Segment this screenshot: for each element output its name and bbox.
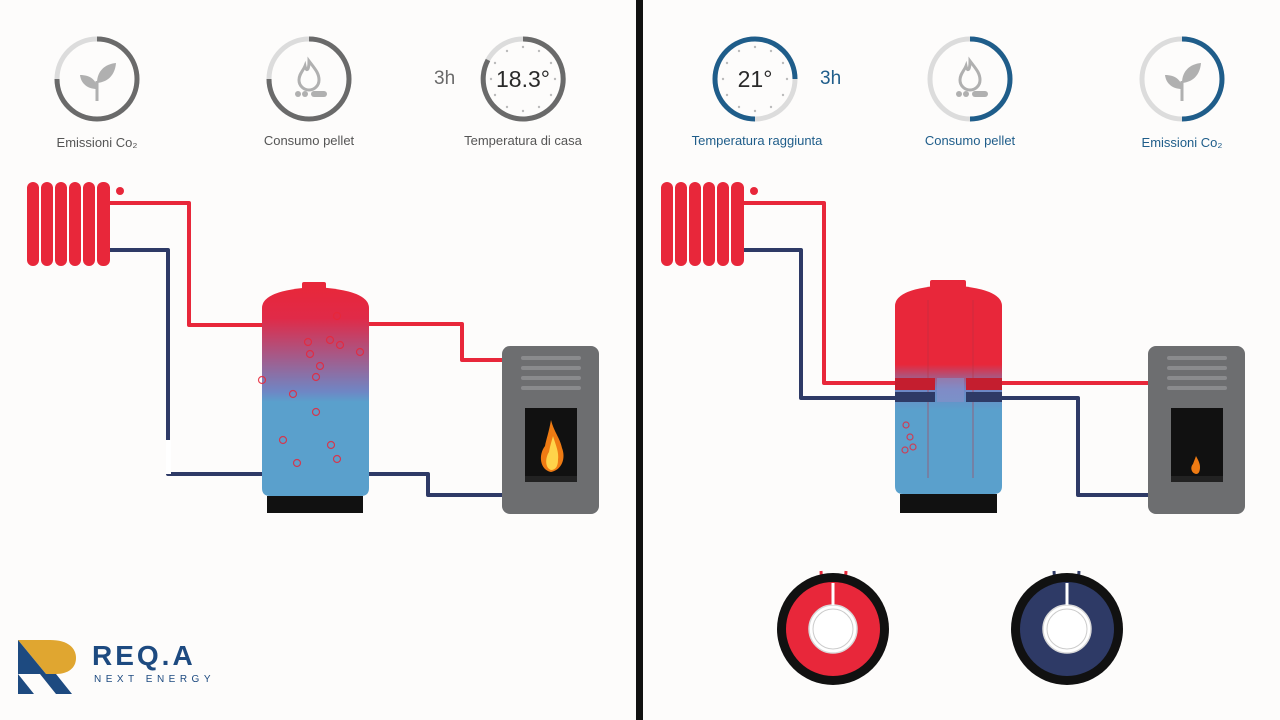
- gauge-label: Consumo pellet: [263, 133, 355, 148]
- flame-icon: [956, 56, 988, 97]
- elapsed-time: 3h: [434, 68, 456, 89]
- thermostat-dial-icon: [712, 36, 798, 122]
- fire-icon: [540, 420, 564, 472]
- hot-coil-section: [777, 570, 889, 685]
- panel-divider: [636, 0, 643, 720]
- logo-mark-icon: [18, 640, 76, 694]
- company-logo: REQ.A NEXT ENERGY: [16, 634, 236, 700]
- radiator: [27, 182, 124, 266]
- heating-circuit-diagram: [27, 182, 599, 514]
- pellet-stove: [1148, 346, 1245, 514]
- pellet-gauge: [263, 33, 355, 125]
- reached-temperature-value: 21°: [737, 65, 773, 92]
- leaf-icon: [80, 63, 116, 101]
- pellet-stove: [502, 346, 599, 514]
- cold-pipe: [369, 472, 505, 497]
- cold-pipe: [744, 248, 898, 400]
- home-temperature-value: 18.3°: [496, 65, 550, 92]
- radiator: [661, 182, 758, 266]
- reached-temperature-gauge: 21°: [709, 33, 801, 125]
- cold-pipe: [110, 248, 262, 476]
- logo-tagline: NEXT ENERGY: [94, 674, 215, 685]
- cold-pipe: [1001, 396, 1148, 497]
- buffer-tank: [257, 282, 369, 513]
- hot-pipe: [110, 201, 262, 327]
- gauge-label: Temperatura raggiunta: [691, 133, 823, 148]
- hot-pipe: [369, 322, 505, 362]
- panel-traditional-system: Emissioni Co₂ Consumo pellet 3h 18.: [0, 0, 636, 720]
- gauge-label: Emissioni Co₂: [1141, 135, 1223, 150]
- logo-wordmark: REQ.A: [92, 640, 196, 671]
- gauge-label: Temperatura di casa: [464, 133, 582, 148]
- home-temperature-gauge: 18.3°: [477, 33, 569, 125]
- elapsed-time: 3h: [820, 68, 842, 89]
- hot-pipe: [744, 201, 898, 385]
- fire-icon: [1191, 456, 1200, 474]
- panel-optimized-system: 21° Temperatura raggiunta 3h Consumo pel…: [643, 0, 1280, 720]
- cold-coil-section: [1011, 570, 1123, 685]
- emissions-gauge: [51, 33, 143, 125]
- flame-icon: [295, 56, 327, 97]
- pellet-gauge: [924, 33, 1016, 125]
- thermal-storage-tank: [895, 280, 1002, 513]
- gauge-label: Consumo pellet: [924, 133, 1016, 148]
- heating-circuit-diagram: [661, 182, 1245, 685]
- gauge-label: Emissioni Co₂: [56, 135, 138, 150]
- leaf-icon: [1165, 63, 1201, 101]
- emissions-gauge: [1136, 33, 1228, 125]
- thermostat-dial-icon: [480, 36, 566, 122]
